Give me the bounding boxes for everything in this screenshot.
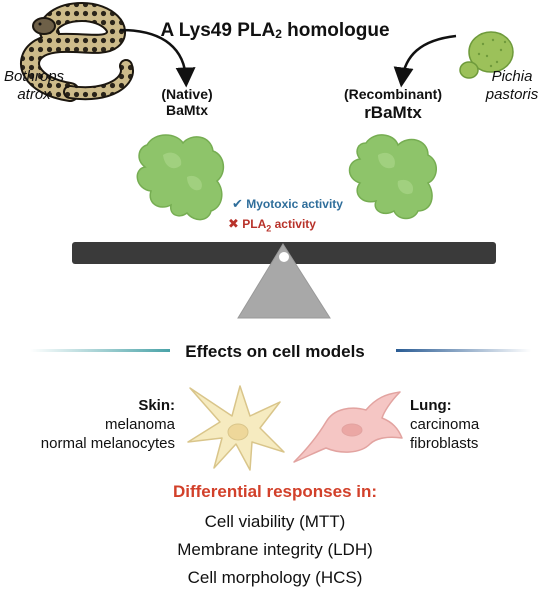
check-icon: ✔ [232, 196, 243, 211]
arrow-recombinant [393, 34, 457, 88]
lung-cell-models: Lung: carcinoma fibroblasts [410, 397, 480, 452]
yeast-cell-icon [459, 31, 514, 79]
arrow-native [119, 28, 196, 88]
response-item: Membrane integrity (LDH) [177, 540, 373, 559]
fulcrum-pivot [279, 252, 289, 262]
section-divider [30, 349, 531, 352]
pla2-activity: ✖ PLA2 activity [228, 216, 316, 234]
skin-cell-models: Skin: melanoma normal melanocytes [40, 397, 175, 452]
myotoxic-activity: ✔ Myotoxic activity [232, 196, 343, 211]
response-item: Cell morphology (HCS) [187, 568, 363, 587]
diagram-title: A Lys49 PLA2 homologue [160, 20, 390, 41]
melanocyte-cell-icon [187, 385, 285, 471]
recombinant-label: (Recombinant)rBaMtx [344, 86, 442, 122]
native-label: (Native)BaMtx [161, 86, 213, 118]
fibroblast-cell-icon [293, 391, 403, 463]
effects-heading: Effects on cell models [185, 342, 365, 361]
cross-icon: ✖ [228, 216, 239, 231]
balance-fulcrum [237, 243, 331, 319]
response-item: Cell viability (MTT) [204, 512, 346, 531]
snake-icon [20, 1, 134, 102]
differential-heading: Differential responses in: [172, 482, 378, 501]
protein-icon [348, 134, 437, 220]
balance-scale [72, 242, 496, 319]
source-arrows [119, 28, 457, 88]
protein-icon [136, 134, 225, 221]
